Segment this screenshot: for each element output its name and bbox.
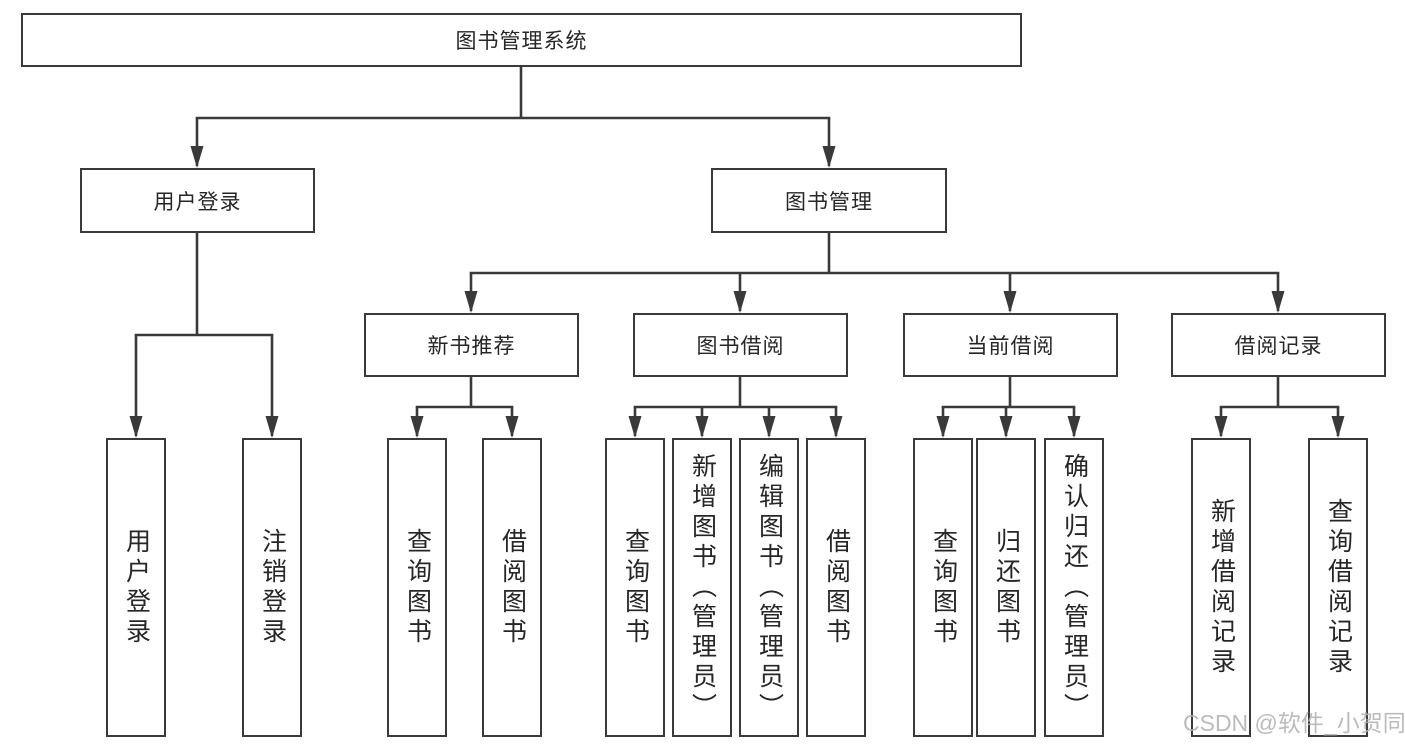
node-borrow-record: 借阅记录 bbox=[1171, 313, 1386, 377]
node-current-borrow: 当前借阅 bbox=[903, 313, 1118, 377]
leaf-query-book-1: 查询图书 bbox=[387, 438, 447, 737]
leaf-query-book-3: 查询图书 bbox=[913, 438, 973, 737]
leaf-return-book-label: 归还图书 bbox=[992, 527, 1021, 648]
node-root: 图书管理系统 bbox=[21, 13, 1022, 67]
leaf-borrow-book-1-label: 借阅图书 bbox=[498, 527, 527, 648]
leaf-confirm-return-admin-label: 确认归还（管理员） bbox=[1060, 452, 1089, 723]
watermark-text: CSDN @软件_小贺同学 bbox=[1183, 710, 1405, 736]
node-book-management-label: 图书管理 bbox=[785, 190, 873, 214]
leaf-query-borrow-record: 查询借阅记录 bbox=[1308, 438, 1368, 737]
node-book-borrow: 图书借阅 bbox=[633, 313, 848, 377]
leaf-edit-book-admin: 编辑图书（管理员） bbox=[739, 438, 799, 737]
node-book-management: 图书管理 bbox=[711, 168, 947, 233]
leaf-return-book: 归还图书 bbox=[976, 438, 1036, 737]
leaf-add-book-admin: 新增图书（管理员） bbox=[672, 438, 732, 737]
leaf-logout-label: 注销登录 bbox=[258, 527, 287, 648]
leaf-query-book-2: 查询图书 bbox=[605, 438, 665, 737]
leaf-borrow-book-1: 借阅图书 bbox=[482, 438, 542, 737]
node-user-login: 用户登录 bbox=[80, 168, 315, 233]
leaf-edit-book-admin-label: 编辑图书（管理员） bbox=[755, 452, 784, 723]
leaf-logout: 注销登录 bbox=[242, 438, 302, 737]
node-current-borrow-label: 当前借阅 bbox=[966, 335, 1055, 358]
leaf-borrow-book-2: 借阅图书 bbox=[806, 438, 866, 737]
node-new-book-recommend-label: 新书推荐 bbox=[427, 335, 516, 358]
node-new-book-recommend: 新书推荐 bbox=[364, 313, 579, 377]
node-user-login-label: 用户登录 bbox=[153, 190, 242, 214]
node-borrow-record-label: 借阅记录 bbox=[1234, 335, 1323, 358]
leaf-query-book-3-label: 查询图书 bbox=[929, 527, 958, 648]
leaf-user-login-label: 用户登录 bbox=[122, 527, 151, 648]
leaf-add-book-admin-label: 新增图书（管理员） bbox=[688, 452, 717, 723]
leaf-query-book-1-label: 查询图书 bbox=[403, 527, 432, 648]
leaf-borrow-book-2-label: 借阅图书 bbox=[822, 527, 851, 648]
leaf-confirm-return-admin: 确认归还（管理员） bbox=[1044, 438, 1104, 737]
leaf-add-borrow-record-label: 新增借阅记录 bbox=[1207, 497, 1236, 678]
leaf-add-borrow-record: 新增借阅记录 bbox=[1191, 438, 1251, 737]
leaf-query-book-2-label: 查询图书 bbox=[621, 527, 650, 648]
node-root-label: 图书管理系统 bbox=[455, 30, 588, 53]
leaf-user-login: 用户登录 bbox=[106, 438, 166, 737]
node-book-borrow-label: 图书借阅 bbox=[696, 335, 785, 358]
leaf-query-borrow-record-label: 查询借阅记录 bbox=[1324, 497, 1353, 678]
